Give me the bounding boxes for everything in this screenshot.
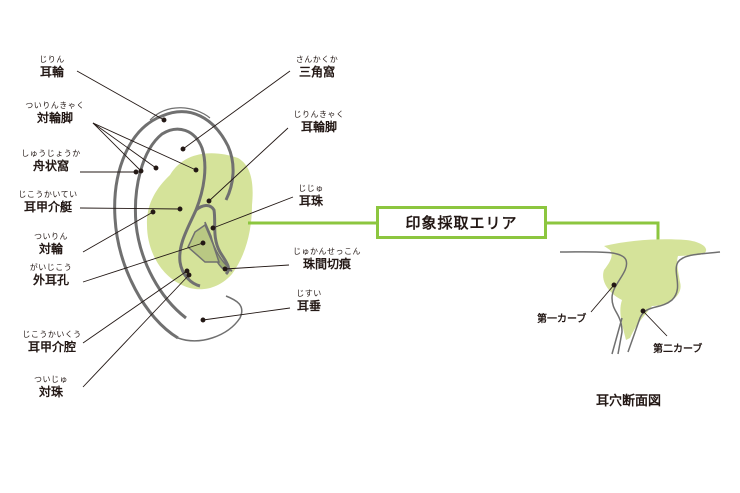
curve-leaders <box>590 282 668 337</box>
leader-lines <box>76 70 294 388</box>
impression-area-banner: 印象採取エリア <box>376 206 547 239</box>
label-jukansetsukon: じゅかんせっこん 珠間切痕 <box>293 247 361 271</box>
label-jikoukaitei: じこうかいてい 耳甲介艇 <box>18 190 78 214</box>
impression-area-ear <box>146 153 253 290</box>
label-tsuirinkyaku: ついりんきゃく 対輪脚 <box>25 101 85 125</box>
label-tsuiju: ついじゅ 対珠 <box>34 375 68 399</box>
cross-section-title: 耳穴断面図 <box>596 394 662 409</box>
label-second-curve: 第二カーブ <box>653 344 703 355</box>
helix-top-outline <box>149 107 211 121</box>
tragus-outline <box>195 204 230 276</box>
label-gaijikou: がいじこう 外耳孔 <box>29 263 73 287</box>
connector-banner-section <box>547 221 660 240</box>
label-jisui: じすい 耳垂 <box>296 289 322 313</box>
label-jirin: じりん 耳輪 <box>39 55 65 79</box>
canal-section-lines <box>559 251 721 355</box>
label-sankakuka: さんかくか 三角窩 <box>295 55 339 79</box>
label-jirinkyaku: じりんきゃく 耳輪脚 <box>293 110 345 134</box>
label-tsuirin: ついりん 対輪 <box>34 232 68 256</box>
label-first-curve: 第一カーブ <box>537 314 587 325</box>
label-shujouka: しゅうじょうか 舟状窩 <box>21 149 81 173</box>
earlobe-outline <box>177 295 243 342</box>
helix-outline <box>113 110 235 340</box>
label-jikoukaikou: じこうかいくう 耳甲介腔 <box>22 330 82 354</box>
impression-area-section <box>603 239 707 340</box>
label-jiju: じじゅ 耳珠 <box>298 184 324 208</box>
